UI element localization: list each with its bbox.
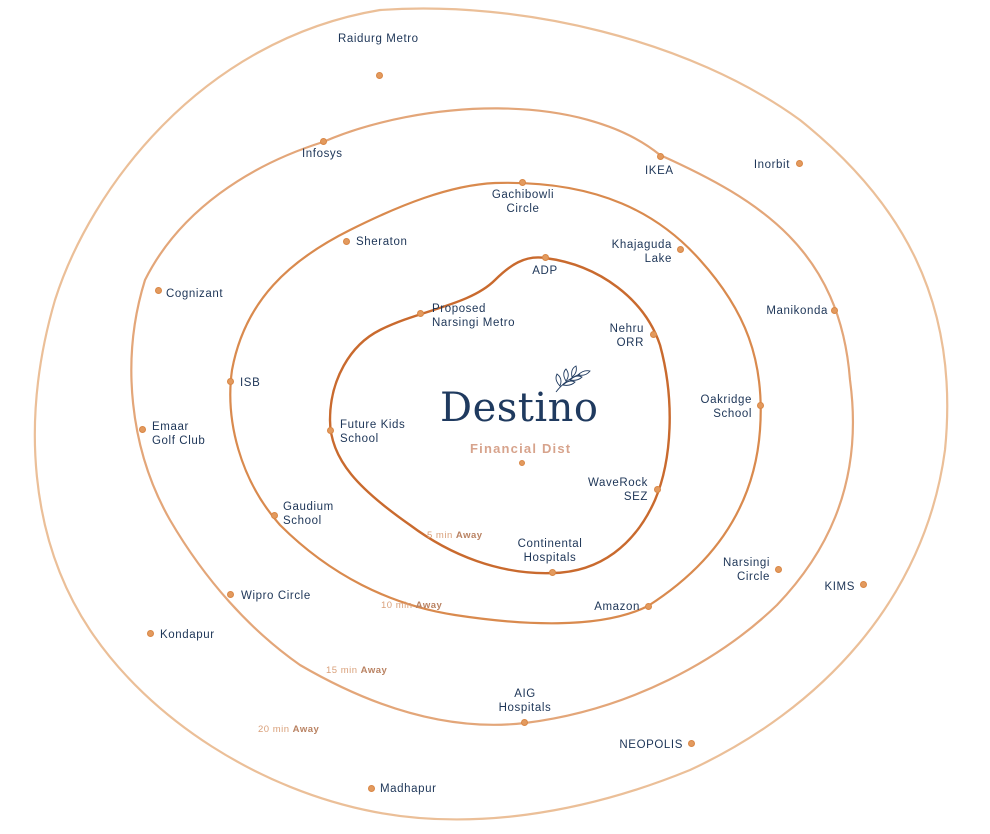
place-label-emaar-golf-club: Emaar Golf Club — [152, 421, 206, 447]
place-label-neopolis: NEOPOLIS — [619, 739, 683, 751]
place-label-kondapur: Kondapur — [160, 629, 215, 641]
place-marker — [327, 427, 334, 434]
ring-tag-15: 15 min Away — [326, 665, 387, 676]
ring-tag-minutes: 20 min — [258, 724, 290, 735]
place-label-khajaguda-lake: Khajaguda Lake — [611, 239, 672, 265]
place-label-isb: ISB — [240, 377, 261, 389]
place-marker — [688, 740, 695, 747]
place-marker — [775, 566, 782, 573]
place-label-cognizant: Cognizant — [166, 288, 224, 300]
place-label-madhapur: Madhapur — [380, 783, 437, 795]
leaf-sprig-icon — [555, 365, 591, 393]
ring-tag-10: 10 min Away — [381, 600, 442, 611]
place-marker — [757, 402, 764, 409]
place-label-adp: ADP — [532, 265, 558, 277]
ring-tag-away: Away — [360, 665, 388, 676]
place-marker — [860, 581, 867, 588]
place-label-narsingi-metro: Proposed Narsingi Metro — [432, 303, 516, 329]
place-label-ikea: IKEA — [645, 165, 674, 177]
place-marker — [155, 287, 162, 294]
place-marker — [521, 719, 528, 726]
place-label-manikonda: Manikonda — [766, 305, 828, 317]
place-marker — [657, 153, 664, 160]
place-marker — [227, 378, 234, 385]
ring-10-min — [229, 181, 762, 625]
place-marker — [417, 310, 424, 317]
place-marker — [645, 603, 652, 610]
place-marker — [343, 238, 350, 245]
brand-name: Destino — [440, 385, 599, 431]
place-marker — [796, 160, 803, 167]
ring-tag-away: Away — [455, 530, 483, 541]
ring-tag-minutes: 10 min — [381, 600, 413, 611]
ring-tag-minutes: 5 min — [427, 530, 453, 541]
ring-20-min — [33, 7, 949, 821]
brand-logo: Destino — [440, 383, 610, 433]
place-label-raidurg-metro: Raidurg Metro — [338, 33, 419, 45]
ring-tag-5: 5 min Away — [427, 530, 483, 541]
place-marker — [542, 254, 549, 261]
place-marker — [227, 591, 234, 598]
place-label-inorbit: Inorbit — [753, 159, 790, 171]
place-marker — [368, 785, 375, 792]
place-marker — [271, 512, 278, 519]
ring-tag-20: 20 min Away — [258, 724, 319, 735]
brand-subtitle: Financial Dist — [470, 441, 572, 456]
place-marker — [650, 331, 657, 338]
ring-tag-away: Away — [292, 724, 320, 735]
place-label-sheraton: Sheraton — [356, 236, 408, 248]
place-marker — [677, 246, 684, 253]
place-label-gaudium-school: Gaudium School — [283, 501, 334, 527]
place-label-narsingi-circle: Narsingi Circle — [723, 557, 770, 583]
place-label-waverock-sez: WaveRock SEZ — [588, 477, 648, 503]
ring-tag-away: Away — [415, 600, 443, 611]
place-label-gachibowli-circle: Gachibowli Circle — [491, 189, 555, 215]
place-label-amazon: Amazon — [594, 601, 640, 613]
place-marker — [147, 630, 154, 637]
ring-tag-minutes: 15 min — [326, 665, 358, 676]
place-marker — [376, 72, 383, 79]
ring-15-min — [130, 107, 855, 726]
place-label-kims: KIMS — [824, 581, 855, 593]
place-label-aig-hospitals: AIG Hospitals — [498, 688, 552, 714]
place-label-future-kids-school: Future Kids School — [340, 419, 406, 445]
place-marker — [320, 138, 327, 145]
place-marker — [831, 307, 838, 314]
place-label-nehru-orr: Nehru ORR — [609, 323, 644, 349]
center-marker — [519, 460, 525, 466]
place-marker — [549, 569, 556, 576]
place-marker — [519, 179, 526, 186]
place-marker — [654, 486, 661, 493]
place-label-wipro-circle: Wipro Circle — [241, 590, 311, 602]
place-label-continental-hospitals: Continental Hospitals — [517, 538, 583, 564]
place-marker — [139, 426, 146, 433]
place-label-infosys: Infosys — [302, 148, 343, 160]
place-label-oakridge-school: Oakridge School — [700, 394, 752, 420]
ring-5-min — [328, 256, 671, 575]
